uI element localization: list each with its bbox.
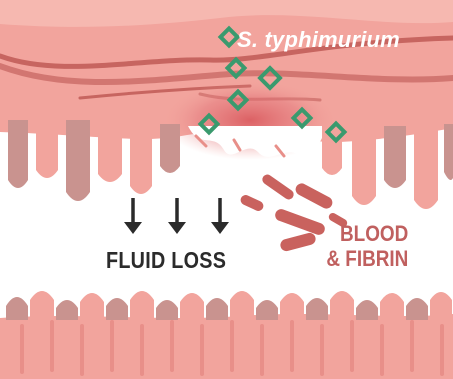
lower-intestinal-wall <box>0 291 453 379</box>
blood-label-line1: BLOOD <box>340 222 408 247</box>
blood-fibrin-label: BLOOD & FIBRIN <box>340 222 408 271</box>
pathogen-label: S. typhimurium <box>237 29 400 51</box>
fluid-loss-label: FLUID LOSS <box>106 249 226 272</box>
blood-label-line2: & FIBRIN <box>316 247 408 272</box>
